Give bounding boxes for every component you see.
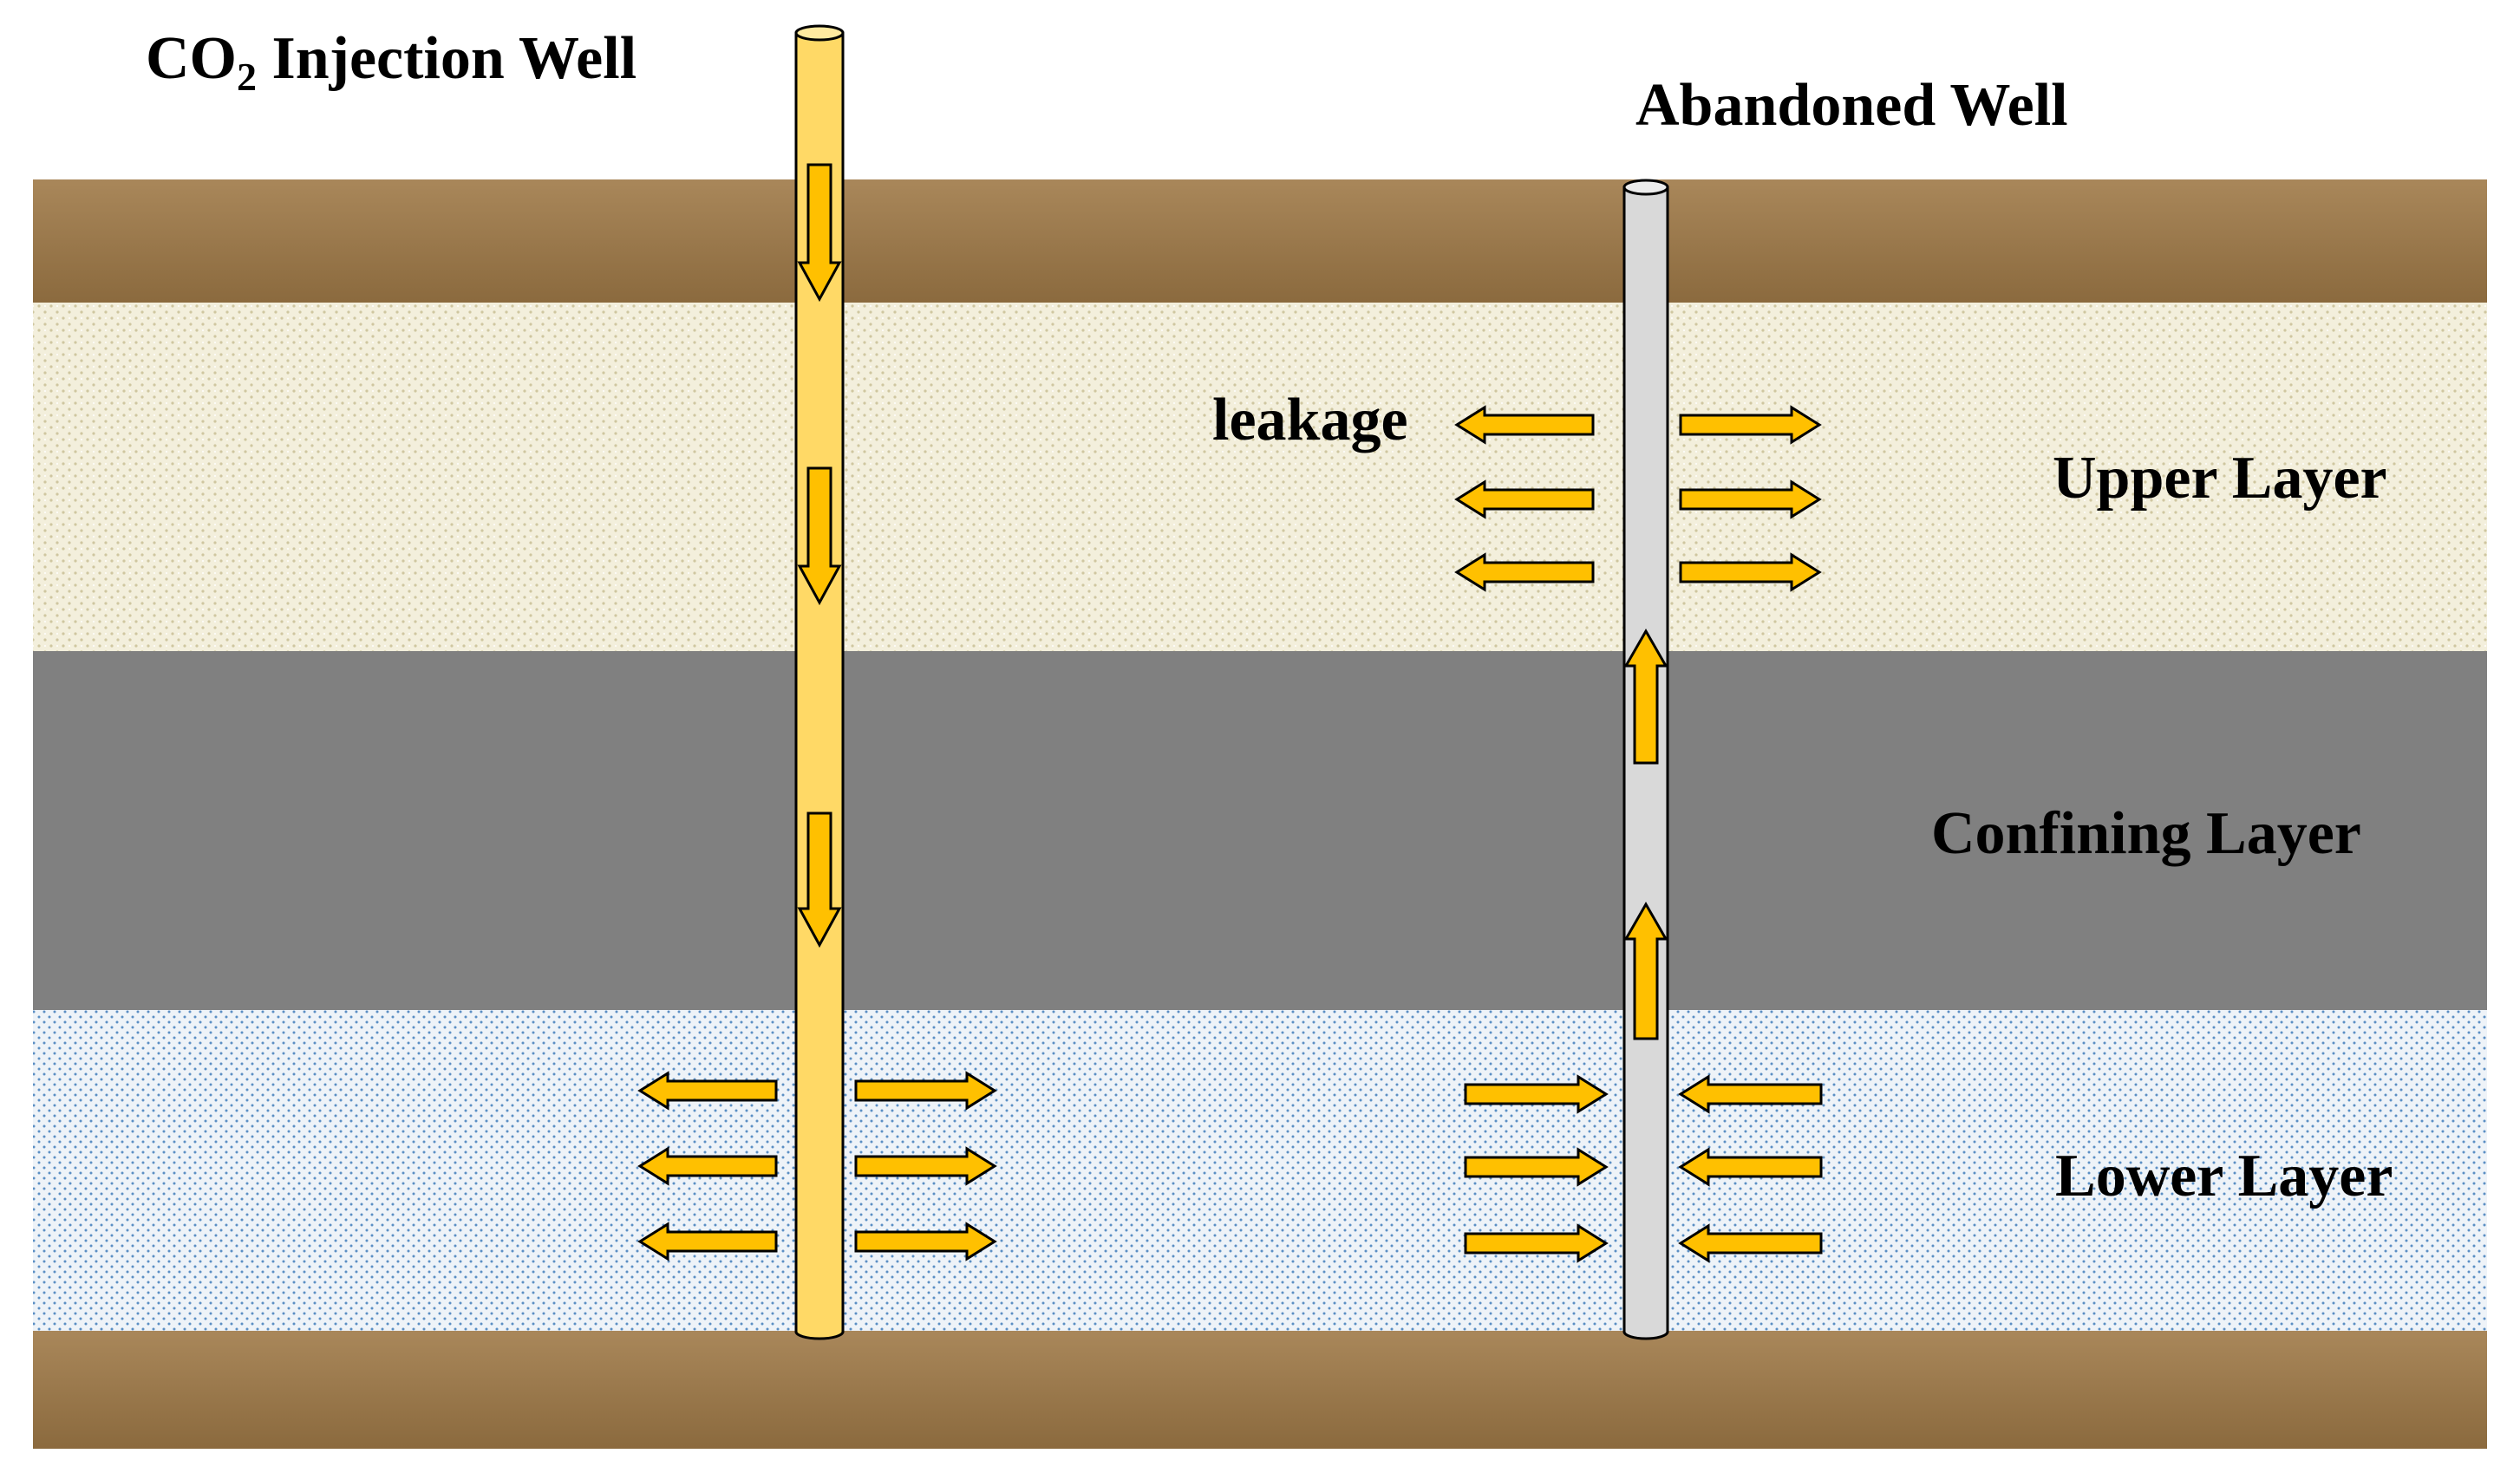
leakage-right-arrow <box>1679 552 1822 592</box>
injection-out-left-arrow <box>637 1146 778 1186</box>
abandoned-in-right-arrow <box>1678 1223 1823 1263</box>
injection-down-arrow <box>797 811 842 948</box>
abandoned-well <box>1622 179 1669 1340</box>
injection-out-left-arrow <box>637 1222 778 1261</box>
bottom-cap-rock <box>33 1331 2487 1449</box>
top-cap-rock <box>33 179 2487 303</box>
leakage-left-arrow <box>1454 479 1595 519</box>
leakage-right-arrow <box>1679 405 1822 445</box>
confining-layer-label: Confining Layer <box>1931 800 2361 867</box>
leakage-label: leakage <box>1212 387 1408 453</box>
injection-out-right-arrow <box>854 1146 997 1186</box>
abandoned-in-left-arrow <box>1464 1074 1609 1114</box>
injection-well-label: CO2 Injection Well <box>146 25 637 99</box>
injection-down-arrow <box>797 466 842 606</box>
upper-layer-label: Upper Layer <box>2053 445 2387 512</box>
injection-out-right-arrow <box>854 1222 997 1261</box>
injection-out-left-arrow <box>637 1071 778 1111</box>
abandoned-in-left-arrow <box>1464 1147 1609 1187</box>
lower-layer <box>33 1010 2487 1331</box>
leakage-left-arrow <box>1454 405 1595 445</box>
injection-down-arrow <box>797 163 842 303</box>
lower-layer-label: Lower Layer <box>2055 1143 2393 1209</box>
confining-layer <box>33 651 2487 1010</box>
abandoned-in-left-arrow <box>1464 1223 1609 1263</box>
abandoned-well-label: Abandoned Well <box>1635 72 2068 139</box>
abandoned-up-arrow <box>1623 628 1668 765</box>
flow-arrows <box>637 163 1823 1263</box>
leakage-right-arrow <box>1679 479 1822 519</box>
abandoned-up-arrow <box>1623 901 1668 1040</box>
injection-out-right-arrow <box>854 1071 997 1111</box>
abandoned-in-right-arrow <box>1678 1074 1823 1114</box>
abandoned-in-right-arrow <box>1678 1147 1823 1187</box>
upper-layer <box>33 303 2487 651</box>
leakage-left-arrow <box>1454 552 1595 592</box>
